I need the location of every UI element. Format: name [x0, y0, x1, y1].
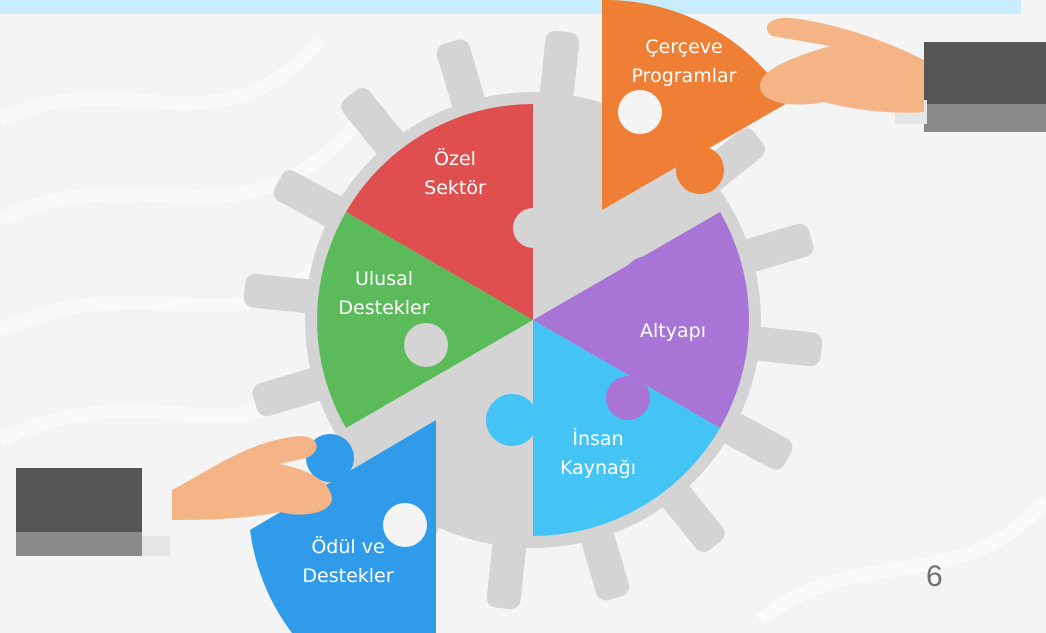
- label-ulusal-destekler-line-2: Destekler: [338, 297, 429, 319]
- puzzle-piece-insan-kaynagi: [486, 320, 720, 536]
- label-ozel-sektor-line-1: Özel: [434, 147, 476, 170]
- puzzle-piece-cerceve-programlar: [602, 0, 789, 210]
- puzzle-piece-altyapi: [533, 212, 749, 428]
- label-odul-ve-destekler-line-2: Destekler: [302, 565, 393, 587]
- label-odul-ve-destekler-line-1: Ödül ve: [311, 535, 384, 558]
- label-ulusal-destekler: Ulusal Destekler: [338, 268, 429, 319]
- puzzle-piece-ozel-sektor: [346, 104, 533, 320]
- label-insan-kaynagi: İnsan Kaynağı: [560, 427, 636, 479]
- label-ozel-sektor-line-2: Sektör: [424, 177, 486, 199]
- top-accent-bar: [0, 0, 1021, 14]
- label-cerceve-programlar-line-2: Programlar: [632, 65, 737, 87]
- left-hand-illustration: [16, 436, 332, 556]
- page-number: 6: [926, 560, 943, 593]
- label-ozel-sektor: Özel Sektör: [424, 147, 486, 199]
- label-insan-kaynagi-line-2: Kaynağı: [560, 457, 636, 479]
- label-altyapi: Altyapı: [640, 320, 706, 342]
- puzzle-piece-odul-ve-destekler: [250, 420, 436, 633]
- label-altyapi-line-1: Altyapı: [640, 320, 706, 342]
- right-hand-illustration: [760, 17, 1046, 132]
- label-insan-kaynagi-line-1: İnsan: [572, 427, 623, 450]
- puzzle-piece-ulusal-destekler: [317, 212, 533, 428]
- label-ulusal-destekler-line-1: Ulusal: [355, 268, 413, 290]
- label-cerceve-programlar-line-1: Çerçeve: [645, 36, 722, 58]
- label-odul-ve-destekler: Ödül ve Destekler: [302, 535, 393, 587]
- label-cerceve-programlar: Çerçeve Programlar: [632, 36, 737, 87]
